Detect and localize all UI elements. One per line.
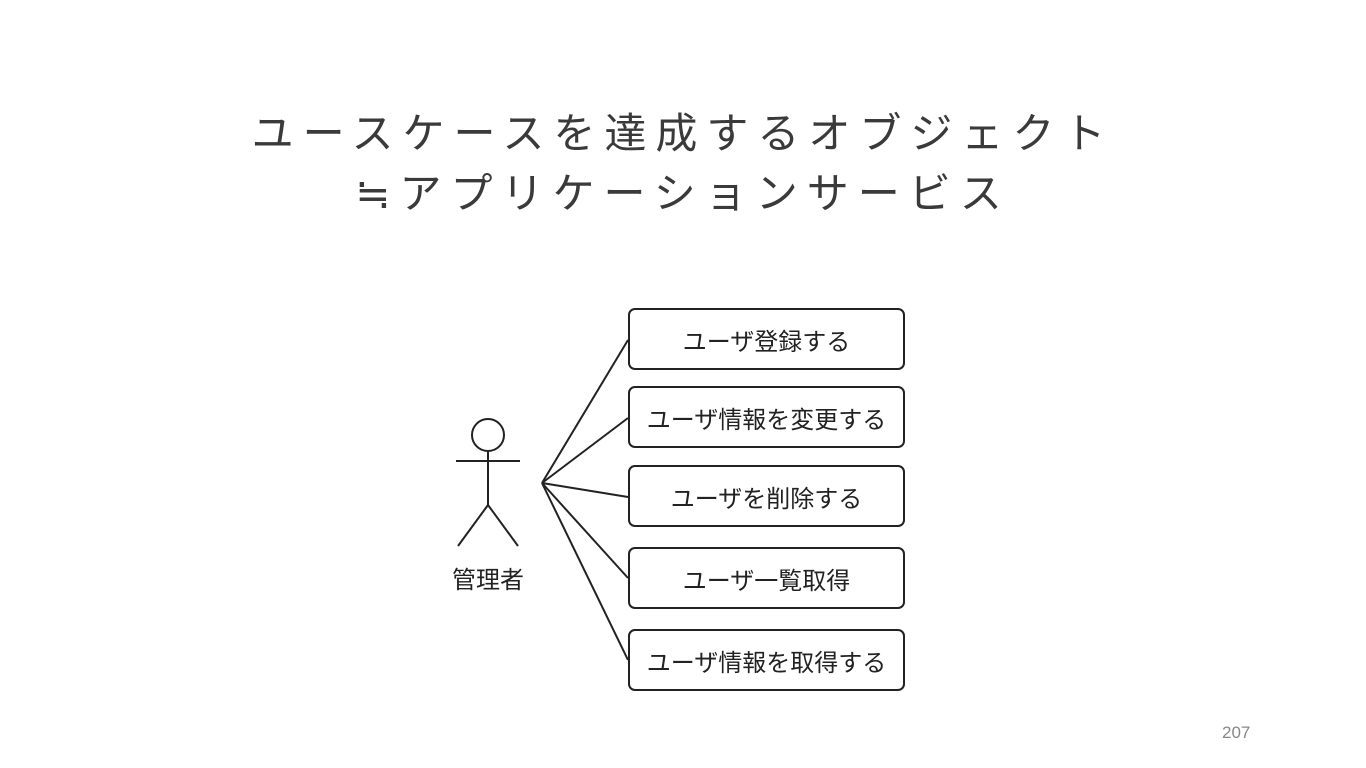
actor-left-leg (457, 504, 489, 547)
slide-title-line2: ≒アプリケーションサービス (355, 169, 1011, 218)
association-line (541, 339, 629, 484)
association-line (541, 482, 629, 661)
page-number: 207 (1222, 723, 1251, 742)
use-case-box: ユーザ登録する (628, 308, 905, 370)
use-case-box: ユーザを削除する (628, 465, 905, 527)
actor-head (471, 418, 505, 452)
association-line (541, 482, 629, 498)
association-line (541, 482, 629, 579)
actor-right-leg (487, 504, 519, 547)
association-line (541, 417, 629, 484)
use-case-box: ユーザ情報を変更する (628, 386, 905, 448)
slide-title-line1: ユースケースを達成するオブジェクト (251, 109, 1115, 158)
use-case-box: ユーザ一覧取得 (628, 547, 905, 609)
actor-label: 管理者 (452, 566, 524, 594)
use-case-box: ユーザ情報を取得する (628, 629, 905, 691)
